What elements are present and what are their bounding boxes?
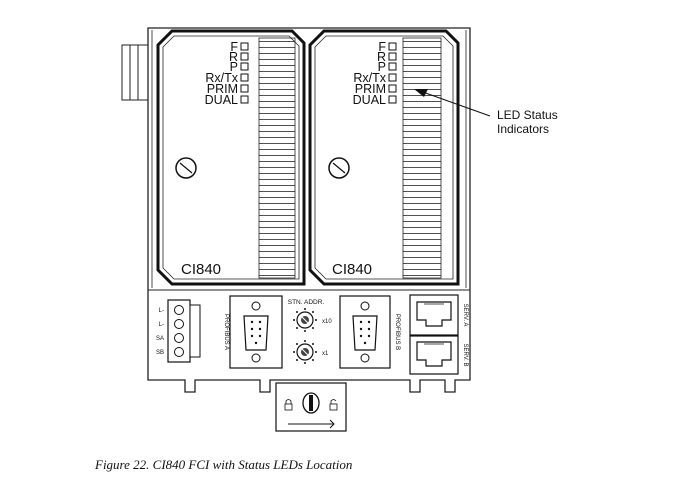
led-status-callout: LED Status Indicators: [497, 108, 558, 136]
terminal-labels: L- L- SA SB: [156, 308, 164, 356]
led-label: R: [229, 50, 238, 64]
module-right-led-panel: F R P Rx/Tx PRIM DUAL: [353, 40, 387, 107]
station-address-dial-upper[interactable]: [293, 308, 317, 332]
bottom-lock-mechanism[interactable]: [275, 382, 347, 432]
service-a-port[interactable]: [409, 294, 459, 336]
dial-lower-multiplier: x1: [322, 351, 329, 357]
profibus-b-connector[interactable]: [339, 295, 391, 369]
led-indicator: [240, 95, 249, 104]
led-label: PRIM: [207, 82, 238, 96]
module-left-release-knob[interactable]: [175, 157, 197, 179]
terminal-label: L-: [159, 322, 164, 328]
led-indicator: [240, 62, 249, 71]
terminal-screw-icon: [174, 347, 184, 357]
service-a-label: SERV. A: [462, 304, 468, 327]
station-address-label: STN. ADDR.: [288, 299, 325, 306]
terminal-screw-icon: [174, 305, 184, 315]
module-left-led-panel: F R P Rx/Tx PRIM DUAL: [205, 40, 239, 107]
profibus-b-label: PROFIBUS B: [394, 314, 400, 350]
lock-icon: [284, 399, 293, 411]
station-address-dial-lower[interactable]: [293, 340, 317, 364]
led-label: DUAL: [353, 93, 386, 107]
led-indicator: [240, 42, 249, 51]
led-label: P: [378, 60, 386, 74]
module-left: [156, 29, 306, 286]
module-left-leds: [240, 42, 249, 104]
led-label: DUAL: [205, 93, 238, 107]
led-indicator: [240, 73, 249, 82]
module-right: [308, 29, 460, 286]
led-indicator: [388, 62, 397, 71]
terminal-label: L-: [159, 308, 164, 314]
left-din-clip: [121, 44, 149, 101]
led-indicator: [388, 73, 397, 82]
terminal-label: SA: [156, 336, 164, 342]
led-indicator: [388, 52, 397, 61]
dial-upper-multiplier: x10: [322, 319, 332, 325]
module-right-leds: [388, 42, 397, 104]
led-indicator: [388, 95, 397, 104]
led-label: PRIM: [355, 82, 386, 96]
led-label: F: [230, 40, 238, 54]
led-label: P: [230, 60, 238, 74]
terminal-screw-icon: [174, 333, 184, 343]
led-indicator: [388, 84, 397, 93]
power-terminal-block: [167, 299, 201, 363]
profibus-a-label: PROFIBUS A: [223, 314, 229, 350]
module-left-model-label: CI840: [181, 261, 221, 278]
callout-line-1: LED Status: [497, 108, 558, 122]
led-indicator: [388, 42, 397, 51]
module-right-release-knob[interactable]: [328, 157, 350, 179]
unlock-icon: [329, 399, 338, 411]
led-label: R: [377, 50, 386, 64]
led-label: Rx/Tx: [205, 71, 238, 85]
figure-caption: Figure 22. CI840 FCI with Status LEDs Lo…: [95, 457, 353, 472]
callout-arrow: [414, 89, 491, 117]
terminal-screw-icon: [174, 319, 184, 329]
callout-line-2: Indicators: [497, 122, 550, 136]
module-right-model-label: CI840: [332, 261, 372, 278]
profibus-a-connector[interactable]: [229, 295, 283, 369]
led-label: F: [378, 40, 386, 54]
service-b-label: SERV. B: [462, 343, 468, 366]
led-label: Rx/Tx: [353, 71, 386, 85]
led-indicator: [240, 52, 249, 61]
led-indicator: [240, 84, 249, 93]
terminal-label: SB: [156, 350, 164, 356]
service-b-port[interactable]: [409, 335, 459, 375]
